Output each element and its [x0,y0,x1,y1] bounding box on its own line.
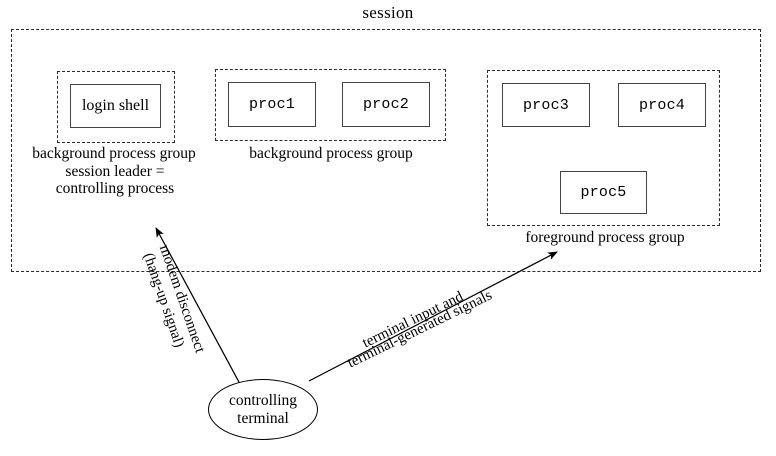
controlling-terminal-line2: terminal [237,409,289,427]
process-label-proc4: proc4 [638,96,685,114]
caption-background-process-group-1: background process group [32,145,196,162]
caption-foreground-process-group: foreground process group [525,229,685,246]
process-box-proc5: proc5 [560,171,647,214]
caption-session-leader-line1: session leader = [65,163,165,180]
process-group-background-2 [215,69,446,141]
arrow-label-terminal-input-line2: terminal-generated signals [345,287,495,372]
process-box-proc3: proc3 [502,83,590,127]
process-label-proc1: proc1 [248,96,295,113]
process-box-proc1: proc1 [228,82,316,127]
controlling-terminal-line1: controlling [228,391,298,409]
caption-session-leader: session leader = controlling process [35,163,195,197]
controlling-terminal-node: controlling terminal [208,379,318,440]
process-label-proc3: proc3 [522,96,569,114]
process-label-proc5: proc5 [580,184,627,201]
process-group-foreground [487,70,720,226]
process-label-login-shell: login shell [81,97,150,114]
process-group-background-1 [57,71,175,143]
process-box-login-shell: login shell [70,84,161,128]
caption-session-leader-line2: controlling process [55,180,175,197]
session-title: session [362,3,414,22]
caption-background-process-group-2: background process group [249,145,413,162]
process-box-proc4: proc4 [618,83,706,127]
process-label-proc2: proc2 [362,96,409,113]
process-box-proc2: proc2 [342,82,430,127]
